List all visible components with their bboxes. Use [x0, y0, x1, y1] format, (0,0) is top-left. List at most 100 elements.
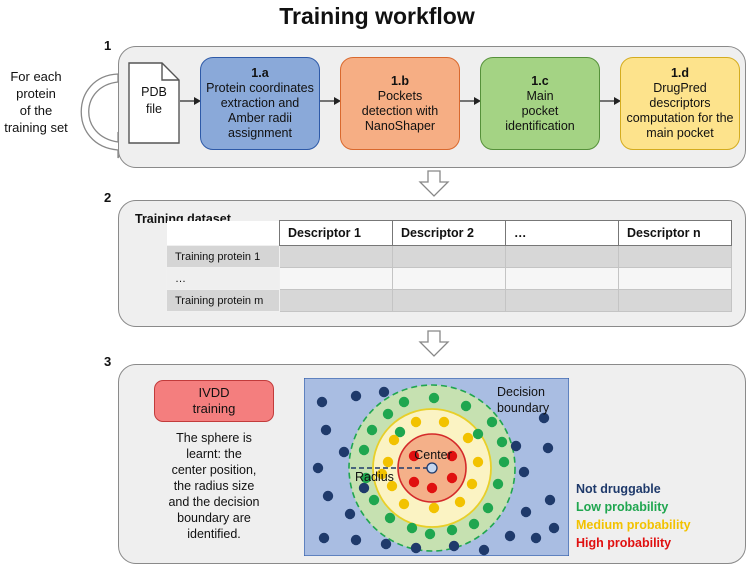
not-druggable-point — [538, 412, 550, 424]
circular-arrow-icon — [80, 73, 124, 159]
side-text-line: of the — [19, 103, 53, 118]
step-text-line: DrugPred — [653, 81, 707, 95]
not-druggable-point — [530, 532, 542, 544]
ivdd-label-line: training — [192, 401, 236, 416]
medium-probability-point — [428, 502, 440, 514]
step-label: 1.d — [670, 66, 690, 80]
description-line: center position, — [171, 463, 257, 477]
not-druggable-point — [344, 508, 356, 520]
medium-probability-point — [438, 416, 450, 428]
not-druggable-point — [358, 482, 370, 494]
description-line: The sphere is — [176, 431, 252, 445]
low-probability-point — [360, 472, 372, 484]
medium-probability-point — [386, 480, 398, 492]
table-corner — [166, 220, 280, 246]
not-druggable-point — [318, 532, 330, 544]
arrow-right-icon — [600, 97, 621, 105]
decision-sphere-diagram: Center Radius Decision boundary — [304, 378, 569, 556]
pdb-label-line: PDB — [141, 85, 167, 99]
arrow-right-icon — [460, 97, 481, 105]
not-druggable-point — [316, 396, 328, 408]
not-druggable-point — [380, 538, 392, 550]
not-druggable-point — [504, 530, 516, 542]
down-arrow-icon — [418, 330, 450, 357]
step-text-line: NanoShaper — [364, 118, 436, 133]
step-label: 1.b — [390, 73, 410, 88]
table-cell — [618, 267, 732, 290]
pdb-label-line: file — [146, 102, 162, 116]
arrow-right-icon — [320, 97, 341, 105]
step-text-line: Amber radii — [228, 111, 292, 125]
not-druggable-point — [350, 534, 362, 546]
radius-label: Radius — [355, 470, 394, 484]
table-row: … — [166, 267, 732, 290]
not-druggable-point — [510, 440, 522, 452]
step-text-line: Main — [526, 88, 554, 103]
medium-probability-point — [454, 496, 466, 508]
ivdd-label-line: IVDD — [198, 385, 230, 400]
side-text: For each protein of the training set — [0, 68, 72, 136]
medium-probability-point — [466, 478, 478, 490]
medium-probability-point — [376, 468, 388, 480]
arrow-right-icon — [180, 97, 201, 105]
not-druggable-point — [478, 544, 490, 556]
center-point — [426, 462, 438, 474]
step-text-line: extraction and — [220, 96, 300, 110]
table-cell — [618, 289, 732, 312]
low-probability-point — [482, 502, 494, 514]
section-3-number: 3 — [104, 354, 112, 369]
side-text-line: protein — [16, 86, 56, 101]
not-druggable-point — [320, 424, 332, 436]
step-1a: 1.a Protein coordinates extraction and A… — [200, 57, 320, 150]
table-row: Training protein 1 — [166, 245, 732, 268]
column-header: … — [505, 220, 619, 246]
table-cell — [279, 289, 393, 312]
description-line: the radius size — [173, 479, 255, 493]
boundary-label-line: Decision — [497, 385, 545, 399]
low-probability-point — [496, 436, 508, 448]
step-label: 1.a — [251, 66, 269, 80]
low-probability-point — [398, 396, 410, 408]
row-label: Training protein 1 — [166, 245, 280, 268]
medium-probability-point — [472, 456, 484, 468]
descriptor-table: Descriptor 1 Descriptor 2 … Descriptor n… — [166, 220, 732, 312]
column-header: Descriptor 2 — [392, 220, 506, 246]
low-probability-point — [424, 528, 436, 540]
medium-probability-point — [410, 416, 422, 428]
not-druggable-point — [544, 494, 556, 506]
low-probability-point — [358, 444, 370, 456]
not-druggable-point — [542, 442, 554, 454]
legend-medium-probability: Medium probability — [576, 518, 691, 532]
table-cell — [505, 245, 619, 268]
step-text-line: identification — [505, 118, 575, 133]
table-cell — [505, 267, 619, 290]
legend-low-probability: Low probability — [576, 500, 669, 514]
legend-high-probability: High probability — [576, 536, 672, 550]
column-header: Descriptor 1 — [279, 220, 393, 246]
page-title: Training workflow — [279, 3, 475, 29]
boundary-label-line: boundary — [497, 401, 550, 415]
high-probability-point — [408, 476, 420, 488]
step-label: 1.c — [531, 73, 549, 88]
table-header-row: Descriptor 1 Descriptor 2 … Descriptor n — [166, 220, 732, 246]
low-probability-point — [492, 478, 504, 490]
medium-probability-point — [382, 456, 394, 468]
step-1c: 1.c Main pocket identification — [480, 57, 600, 150]
description-line: and the decision — [168, 495, 260, 509]
low-probability-point — [486, 416, 498, 428]
low-probability-point — [498, 456, 510, 468]
low-probability-point — [406, 522, 418, 534]
not-druggable-point — [312, 462, 324, 474]
data-points — [312, 386, 560, 556]
low-probability-point — [394, 426, 406, 438]
down-arrow-icon — [418, 170, 450, 197]
not-druggable-point — [338, 446, 350, 458]
description-line: boundary are — [177, 511, 251, 525]
side-text-line: For each — [10, 69, 62, 84]
medium-probability-point — [398, 498, 410, 510]
step-text-line: computation for the — [626, 111, 734, 125]
low-probability-point — [382, 408, 394, 420]
step-text-line: descriptors — [649, 96, 711, 110]
low-probability-point — [472, 428, 484, 440]
step-text-line: Pockets — [377, 88, 423, 103]
